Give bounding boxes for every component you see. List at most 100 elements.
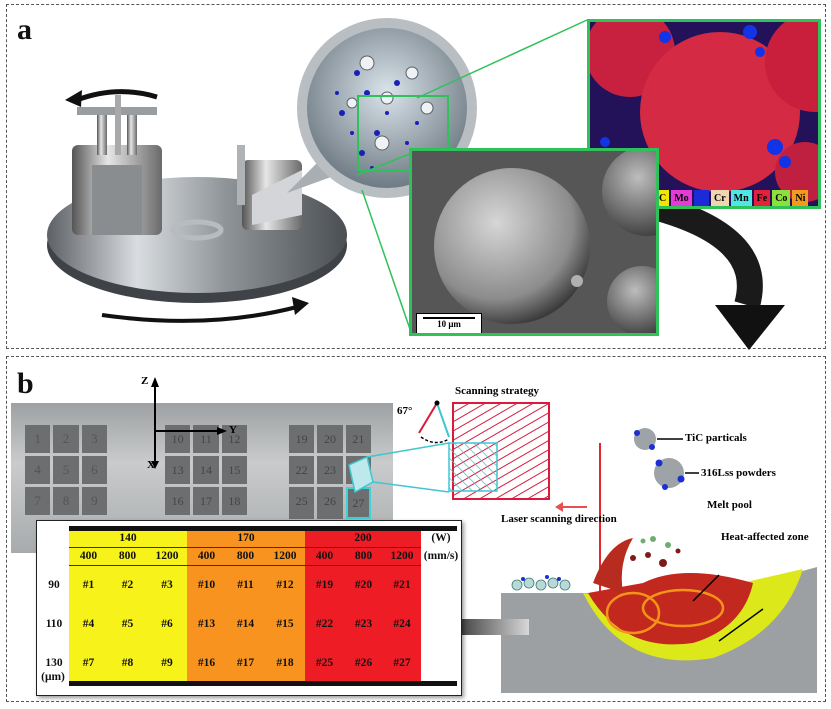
sample-cube: 9 <box>81 487 107 515</box>
ball-mill-illustration <box>47 89 347 323</box>
sample-cube: 10 <box>165 425 191 453</box>
sample-cube: 8 <box>53 487 79 515</box>
table-cell: #23 <box>354 618 373 630</box>
sample-cube: 19 <box>289 425 315 453</box>
eds-map: C Mo Ti Cr Mn Fe Co Ni <box>587 19 821 209</box>
tic-label: TiC particals <box>685 432 747 444</box>
axis-label-y: Y <box>229 424 237 436</box>
table-cell: #10 <box>197 579 216 591</box>
sample-cube: 26 <box>317 487 343 519</box>
sample-grid-middle: 10 11 12 13 14 15 16 17 18 <box>165 425 247 515</box>
heat-affected-zone-label: Heat-affected zone <box>721 531 809 543</box>
table-cell: #11 <box>237 579 254 591</box>
table-cell: #24 <box>393 618 411 630</box>
table-cell: #13 <box>197 618 216 630</box>
sample-cube: 6 <box>81 456 107 484</box>
sample-cube: 11 <box>193 425 219 453</box>
table-cell: #4 <box>82 618 95 630</box>
table-cell: #8 <box>121 657 134 669</box>
sem-image: 10 μm <box>409 148 659 336</box>
speed-header: 800 <box>118 550 137 562</box>
sample-cube: 4 <box>25 456 51 484</box>
zoom-link-cyan <box>348 442 450 494</box>
speed-header: 1200 <box>155 550 179 562</box>
hatch-unit: (μm) <box>41 671 65 683</box>
power-unit: (W) <box>431 532 451 544</box>
table-cell: #18 <box>276 657 294 669</box>
speed-header: 400 <box>315 550 334 562</box>
speed-header: 400 <box>197 550 216 562</box>
table-cell: #7 <box>82 657 95 669</box>
sample-grid-left: 1 2 3 4 5 6 7 8 9 <box>25 425 107 515</box>
scale-bar: 10 μm <box>416 313 482 333</box>
table-cell: #6 <box>161 618 173 630</box>
table-cell: #5 <box>121 618 134 630</box>
table-cell: #19 <box>315 579 334 591</box>
legend-cr: Cr <box>710 190 729 206</box>
table-cell: #15 <box>276 618 294 630</box>
sample-cube: 22 <box>289 456 315 484</box>
table-cell: #17 <box>236 657 255 669</box>
laser-direction-label: Laser scanning direction <box>501 513 617 525</box>
parameter-table: 140 170 200 (W) 400 800 1200 400 800 120… <box>36 520 462 696</box>
table-cell: #20 <box>354 579 373 591</box>
speed-header: 800 <box>354 550 373 562</box>
table-cell: #26 <box>354 657 373 669</box>
sem-particle <box>412 151 656 333</box>
axis-label-z: Z <box>141 375 149 387</box>
header-rule-1 <box>69 547 421 548</box>
legend-c: C <box>656 190 670 206</box>
sample-cube: 17 <box>193 487 219 515</box>
hatch-130: 130 <box>45 657 63 669</box>
panel-b-letter: b <box>17 367 34 400</box>
speed-header: 800 <box>236 550 255 562</box>
scale-bar-line <box>423 317 475 319</box>
power-200: 200 <box>354 532 372 544</box>
power-group-140-bg <box>69 531 187 681</box>
sample-cube: 1 <box>25 425 51 453</box>
legend-fe: Fe <box>753 190 771 206</box>
table-cell: #12 <box>276 579 294 591</box>
speed-header: 1200 <box>390 550 414 562</box>
sample-cube: 2 <box>53 425 79 453</box>
sample-cube: 23 <box>317 456 343 484</box>
panel-a: a <box>6 4 826 350</box>
table-cell: #9 <box>161 657 173 669</box>
scanning-strategy-label: Scanning strategy <box>455 385 540 397</box>
particle-legend-icons <box>634 428 699 490</box>
speed-header: 400 <box>79 550 98 562</box>
power-group-200-bg <box>305 531 421 681</box>
sample-cube: 21 <box>345 425 371 453</box>
laser-melt-pool-diagram <box>501 443 817 693</box>
sample-cube: 14 <box>193 456 219 484</box>
coordinate-axes <box>151 377 227 469</box>
table-bottom-rule <box>69 681 457 686</box>
eds-map-image <box>590 22 818 206</box>
table-cell: #3 <box>161 579 173 591</box>
power-group-170-bg <box>187 531 305 681</box>
header-rule-2 <box>69 565 421 566</box>
sample-cube: 7 <box>25 487 51 515</box>
table-cell: #2 <box>121 579 134 591</box>
table-cell: #1 <box>82 579 95 591</box>
legend-co: Co <box>772 190 791 206</box>
sample-cube: 25 <box>289 487 315 519</box>
power-140: 140 <box>119 532 137 544</box>
speed-unit: (mm/s) <box>423 550 459 562</box>
panel-a-letter: a <box>17 13 32 46</box>
rotation-angle: 67° <box>397 405 413 417</box>
legend-mo: Mo <box>671 190 692 206</box>
table-cell: #25 <box>315 657 334 669</box>
sample-cube: 3 <box>81 425 107 453</box>
rotation-icon <box>418 400 450 444</box>
sample-cube: 5 <box>53 456 79 484</box>
scale-bar-label: 10 μm <box>437 319 461 329</box>
sample-cube: 12 <box>221 425 247 453</box>
legend-mn: Mn <box>730 190 752 206</box>
scanning-strategy-hatch <box>448 402 550 500</box>
sample-cube: 16 <box>165 487 191 515</box>
speed-header: 1200 <box>273 550 297 562</box>
sample-cube: 27 <box>345 487 371 519</box>
table-cell: #22 <box>315 618 334 630</box>
power-170: 170 <box>237 532 255 544</box>
